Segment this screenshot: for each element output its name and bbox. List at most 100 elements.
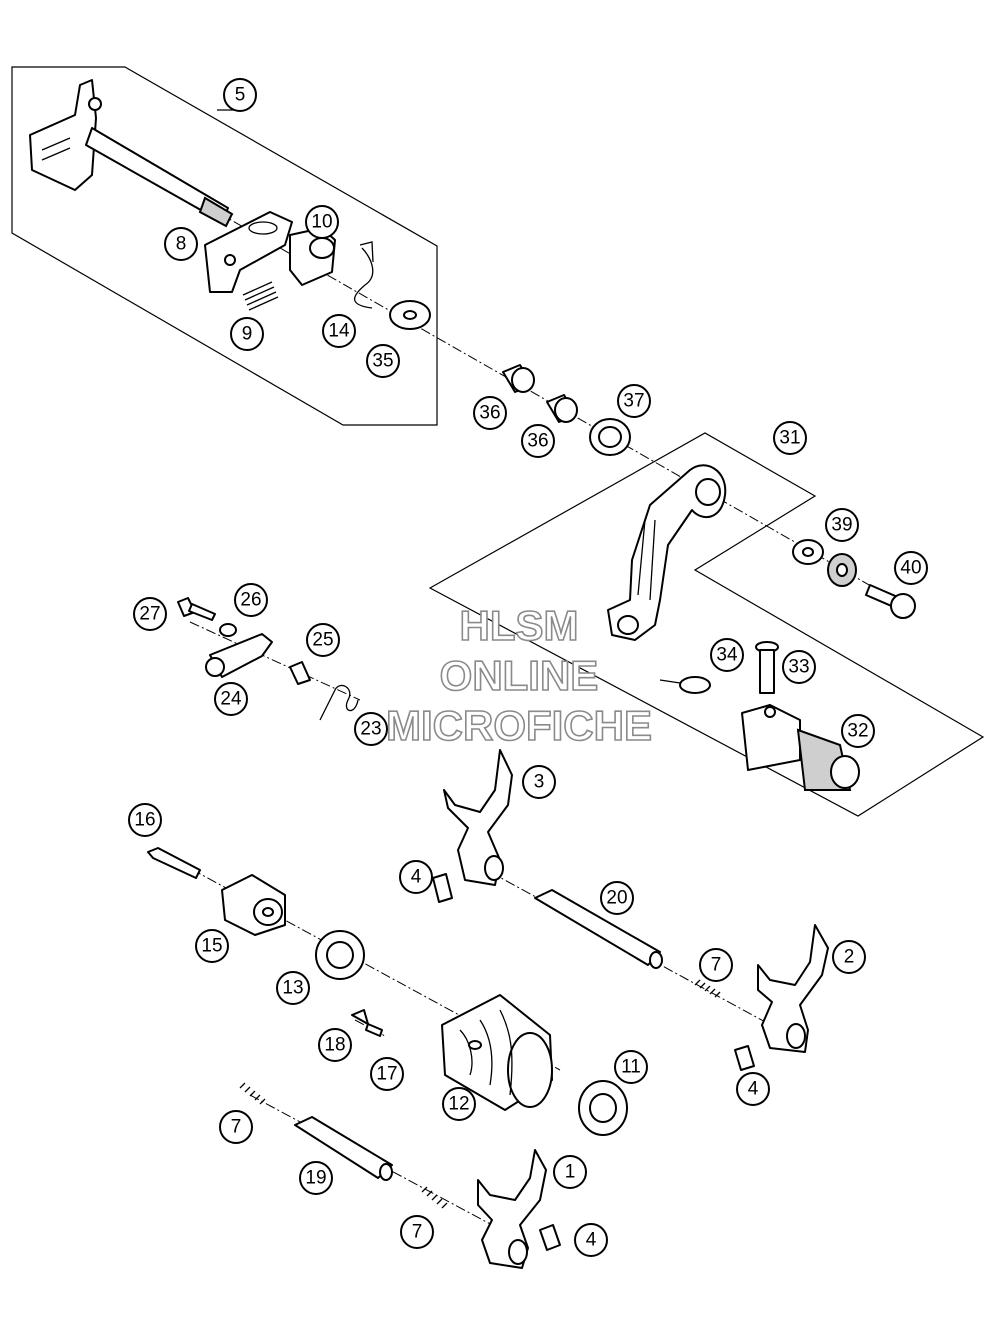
callout-13: 13 (276, 971, 310, 1005)
callout-25: 25 (306, 623, 340, 657)
svg-text:34: 34 (716, 645, 738, 666)
svg-text:31: 31 (779, 428, 800, 449)
bearing-part-11 (578, 1080, 628, 1136)
shift-fork-part-3 (443, 749, 513, 886)
spring-part-7a (694, 979, 721, 998)
pin-part (755, 641, 779, 694)
callout-18: 18 (318, 1028, 352, 1062)
callout-16: 16 (128, 803, 162, 837)
spring-clip-part (659, 676, 711, 694)
svg-text:8: 8 (176, 234, 187, 255)
svg-text:39: 39 (831, 515, 852, 536)
callout-34: 34 (710, 638, 744, 672)
shift-shaft-part (29, 79, 234, 228)
svg-text:33: 33 (788, 657, 809, 678)
shift-peg-part (741, 704, 860, 791)
callout-4b: 4 (736, 1072, 770, 1106)
shift-drum-part (441, 994, 553, 1111)
callout-37: 37 (617, 384, 651, 418)
washer-small-part (219, 623, 237, 637)
callout-40: 40 (894, 551, 928, 585)
hex-screw-part (177, 597, 216, 621)
svg-text:14: 14 (328, 321, 350, 342)
svg-text:9: 9 (242, 324, 253, 345)
shift-drum-locator-part (221, 874, 286, 936)
callout-31: 31 (773, 421, 807, 455)
svg-text:17: 17 (376, 1064, 397, 1085)
svg-text:20: 20 (606, 888, 627, 909)
callout-32: 32 (841, 714, 875, 748)
svg-text:40: 40 (900, 558, 921, 579)
watermark-line-1: HLSM (460, 602, 579, 649)
collar-bolt-part (865, 584, 916, 619)
svg-text:3: 3 (534, 772, 545, 793)
callout-4a: 4 (399, 860, 433, 894)
callout-20: 20 (600, 881, 634, 915)
guide-pin-part-b (734, 1045, 755, 1071)
callout-19: 19 (299, 1161, 333, 1195)
svg-text:10: 10 (311, 212, 332, 233)
bushing-part-a (502, 364, 535, 393)
callout-12: 12 (442, 1087, 476, 1121)
svg-text:25: 25 (312, 630, 333, 651)
shift-lever-part (607, 464, 727, 641)
callout-11: 11 (614, 1050, 648, 1084)
watermark-line-2: ONLINE (440, 652, 599, 699)
callout-7a: 7 (699, 948, 733, 982)
svg-text:4: 4 (411, 867, 422, 888)
svg-text:7: 7 (412, 1222, 423, 1243)
callout-27: 27 (133, 597, 167, 631)
callout-36a: 36 (473, 396, 507, 430)
fork-rail-part-a (534, 889, 663, 969)
svg-text:1: 1 (565, 1162, 576, 1183)
svg-text:4: 4 (586, 1230, 597, 1251)
detent-spring-part (319, 684, 359, 721)
callout-7b: 7 (219, 1110, 253, 1144)
shift-fork-part-1 (477, 1149, 547, 1269)
svg-text:19: 19 (305, 1168, 326, 1189)
callout-35: 35 (366, 344, 400, 378)
svg-text:26: 26 (240, 590, 261, 611)
callout-14: 14 (322, 314, 356, 348)
spacer-part (289, 661, 311, 685)
lock-washer-part (792, 539, 824, 565)
callout-4c: 4 (574, 1223, 608, 1257)
shift-lever-group-frame (428, 432, 985, 817)
svg-text:13: 13 (282, 978, 303, 999)
callout-5: 5 (223, 78, 257, 112)
serrated-washer-part (827, 553, 857, 587)
svg-text:4: 4 (748, 1079, 759, 1100)
svg-text:23: 23 (360, 719, 381, 740)
retaining-plate-part (351, 1009, 383, 1037)
watermark-line-3: MICROFICHE (386, 702, 652, 749)
bearing-part-13 (315, 930, 365, 980)
callout-3: 3 (522, 765, 556, 799)
spring-part-7c (421, 1186, 448, 1209)
guide-pin-part-c (539, 1224, 561, 1251)
spring-part-7b (239, 1082, 266, 1105)
callout-23: 23 (354, 712, 388, 746)
svg-text:32: 32 (847, 721, 868, 742)
svg-text:11: 11 (621, 1057, 641, 1078)
callout-8: 8 (164, 227, 198, 261)
fork-rail-part-b (294, 1116, 393, 1181)
callout-33: 33 (782, 650, 816, 684)
watermark: HLSM ONLINE MICROFICHE (385, 601, 653, 750)
shift-plate-part (204, 211, 293, 293)
callout-7c: 7 (400, 1215, 434, 1249)
callout-39: 39 (825, 508, 859, 542)
callout-10: 10 (305, 205, 339, 239)
svg-text:12: 12 (448, 1094, 469, 1115)
guide-pin-part-a (432, 873, 453, 903)
compression-spring-part (242, 281, 279, 311)
svg-text:15: 15 (201, 936, 222, 957)
torsion-spring-part (353, 241, 374, 309)
svg-text:27: 27 (139, 604, 160, 625)
shift-shaft-group-frame (11, 66, 438, 426)
svg-text:36: 36 (527, 431, 548, 452)
svg-text:37: 37 (623, 391, 644, 412)
bushing-part-b (546, 394, 578, 423)
callout-2: 2 (832, 940, 866, 974)
callout-1: 1 (553, 1155, 587, 1189)
